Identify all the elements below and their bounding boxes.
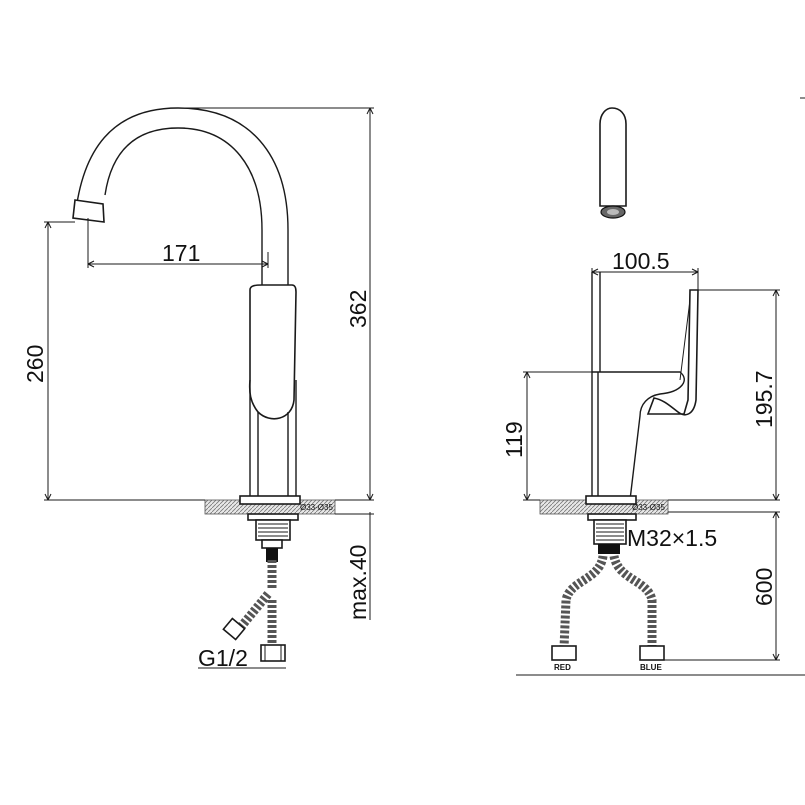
hose-blue	[609, 554, 657, 648]
dim-119-line	[523, 371, 592, 501]
hose-blue-label: BLUE	[640, 663, 662, 672]
mount-shank	[261, 539, 283, 549]
mount-nut-washer	[247, 513, 299, 521]
hose-red	[559, 554, 608, 649]
mount-threads-right	[596, 523, 624, 541]
dim-171-arrows	[87, 260, 269, 268]
dim-600-label: 600	[751, 568, 777, 606]
dim-max40-line	[335, 512, 374, 620]
mount-nut	[255, 519, 291, 541]
hose-nut-bottom-line	[264, 645, 282, 661]
dim-1957-arrows	[772, 289, 780, 501]
spout-nozzle	[72, 199, 105, 223]
dim-1005-arrows	[591, 268, 699, 276]
base-ring-right	[585, 495, 637, 505]
faucet-body	[249, 380, 297, 500]
mount-washer-right	[587, 513, 637, 521]
lever-handle	[248, 284, 297, 420]
dim-362-label: 362	[345, 290, 371, 328]
thread-label: M32×1.5	[627, 525, 717, 551]
mount-nut-threads	[258, 523, 288, 537]
dim-g12-label: G1/2	[198, 645, 248, 671]
dim-362-arrows	[366, 107, 374, 501]
right-hole-diameter: Ø33-Ø35	[632, 503, 665, 512]
base-ring	[239, 495, 301, 505]
dim-1957-line	[668, 289, 780, 501]
dim-600-arrows	[772, 511, 780, 661]
dim-119-arrows	[523, 371, 531, 501]
left-hole-diameter: Ø33-Ø35	[300, 503, 333, 512]
lever-side-line	[679, 299, 691, 381]
aerator-inner	[607, 209, 619, 215]
dim-1005-label: 100.5	[612, 248, 670, 274]
hose-nut-red	[551, 645, 577, 661]
spout-side	[599, 107, 627, 207]
hose-fitting-right	[598, 544, 620, 554]
lever-side	[646, 289, 699, 416]
dim-260-line	[44, 221, 205, 501]
dim-119-label: 119	[501, 421, 527, 458]
hose-red-label: RED	[554, 663, 571, 672]
right-side-view: Ø33-Ø35 M32×1.5 RED BLUE 100.5 119 195.7	[501, 97, 805, 676]
hose-nut-bottom	[260, 644, 286, 662]
hose-fitting	[266, 548, 278, 562]
dim-max40-label: max.40	[345, 545, 371, 620]
dim-260-arrows	[44, 221, 52, 501]
riser	[591, 272, 601, 500]
left-side-view: Ø33-Ø35 171 260 362 max.40 G1/2	[22, 107, 374, 671]
dim-171-line	[87, 218, 269, 268]
body-side	[592, 371, 685, 501]
hose-nut-left	[222, 617, 246, 641]
dim-600-line	[664, 511, 780, 661]
dim-362-line	[178, 107, 374, 501]
hose-line-3	[236, 591, 272, 631]
spout-inner	[104, 127, 263, 290]
dim-260-label: 260	[22, 345, 48, 383]
dim-1957-label: 195.7	[751, 370, 777, 428]
dim-171-label: 171	[162, 240, 200, 266]
hose-nut-blue	[639, 645, 665, 661]
